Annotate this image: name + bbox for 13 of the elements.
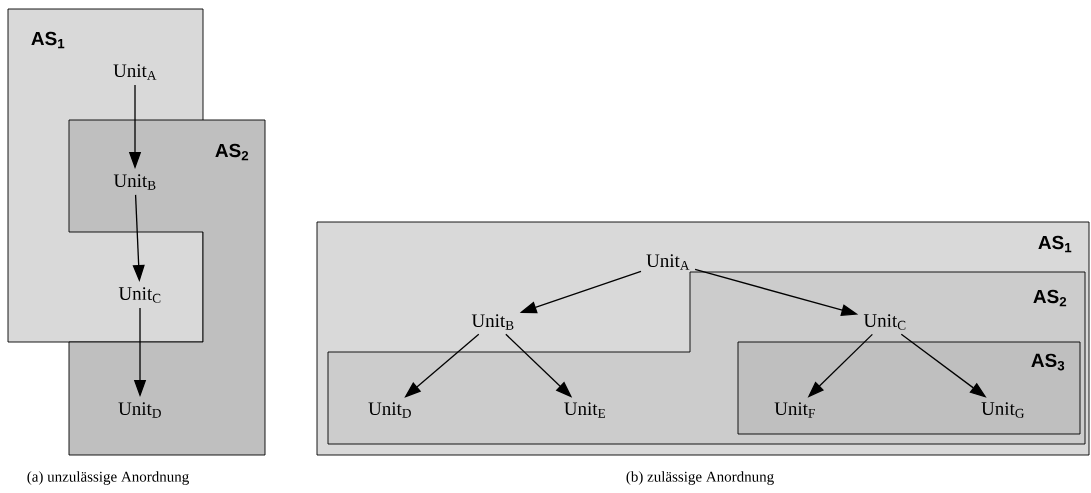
unit-label: Unit$_{B}$ bbox=[113, 174, 156, 190]
unit-label: Unit$_{G}$ bbox=[981, 402, 1025, 418]
unit-label: Unit$_{C}$ bbox=[118, 287, 161, 303]
unit-label: Unit$_{B}$ bbox=[471, 314, 514, 330]
caption: (b) zulässige Anordnung bbox=[626, 471, 774, 485]
unit-label: Unit$_{D}$ bbox=[368, 402, 411, 418]
unit-label: Unit$_{D}$ bbox=[118, 402, 161, 418]
unit-label: Unit$_{C}$ bbox=[863, 314, 906, 330]
unit-label: Unit$_{F}$ bbox=[774, 402, 815, 418]
unit-label: Unit$_{E}$ bbox=[564, 402, 606, 418]
caption: (a) unzulässige Anordnung bbox=[27, 471, 189, 485]
unit-label: Unit$_{A}$ bbox=[113, 64, 157, 80]
unit-label: Unit$_{A}$ bbox=[646, 254, 690, 270]
